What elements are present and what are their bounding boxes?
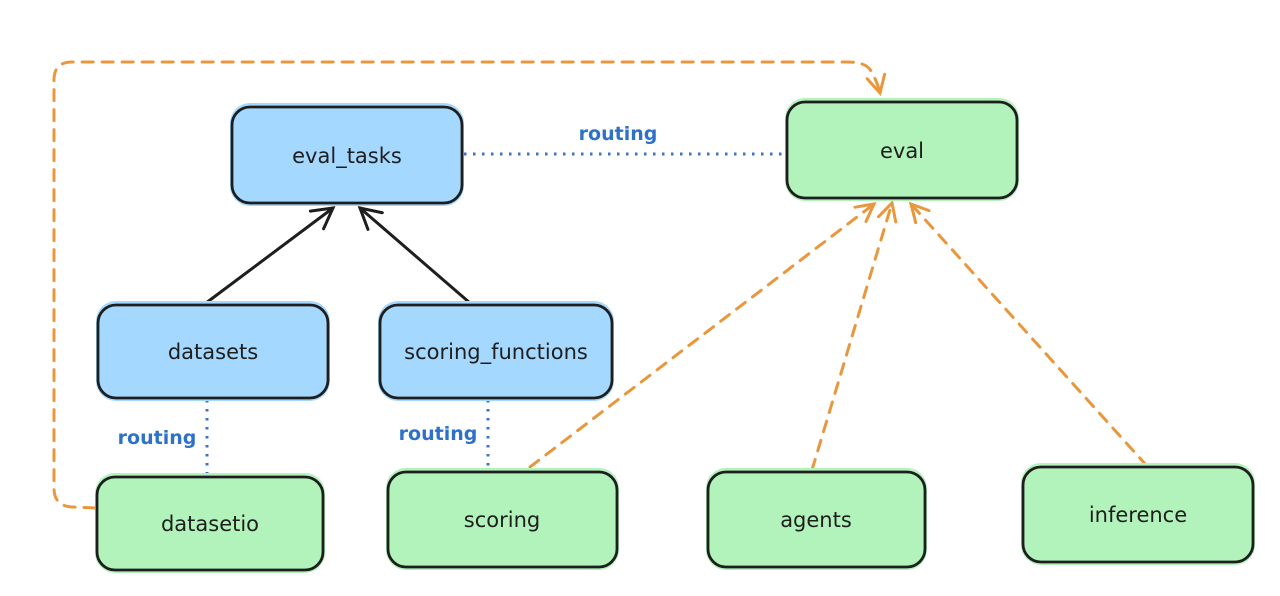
node-scoring_functions: scoring_functions <box>378 301 614 401</box>
node-eval: eval <box>785 98 1019 201</box>
node-datasetio: datasetio <box>95 473 325 573</box>
node-datasetio-box <box>95 475 325 572</box>
edge-agents-to-eval-arrow <box>810 199 898 472</box>
routing-label-scoring_functions-scoring: routing <box>399 423 478 445</box>
edge-datasets-to-eval_tasks-arrow <box>204 206 336 305</box>
edge-layer <box>52 60 1149 510</box>
node-eval-label: eval <box>880 139 924 163</box>
node-datasets-label: datasets <box>168 340 258 364</box>
node-eval_tasks-box <box>230 105 464 205</box>
node-eval-box <box>785 100 1019 200</box>
routing-label-datasets-datasetio: routing <box>118 427 197 449</box>
node-datasetio-label: datasetio <box>161 512 259 536</box>
node-agents-box <box>706 470 927 569</box>
edge-inference-to-eval-arrow <box>908 201 1149 468</box>
node-inference-label: inference <box>1089 503 1187 527</box>
edge-scoring-to-eval-arrow <box>528 202 877 469</box>
node-scoring_functions-box <box>378 303 614 400</box>
node-scoring-box <box>386 470 619 569</box>
node-datasets: datasets <box>96 301 330 401</box>
node-datasets-box <box>96 303 330 400</box>
node-inference-box <box>1021 465 1255 564</box>
node-inference: inference <box>1021 463 1255 565</box>
node-agents-label: agents <box>780 508 852 532</box>
edge-datasetio-to-eval-arrow <box>52 60 887 510</box>
node-eval_tasks: eval_tasks <box>230 103 464 206</box>
node-scoring: scoring <box>386 468 619 570</box>
node-eval_tasks-label: eval_tasks <box>292 144 402 169</box>
node-scoring_functions-label: scoring_functions <box>404 340 588 365</box>
edge-scoring_functions-to-eval_tasks-arrow <box>357 205 472 305</box>
node-scoring-label: scoring <box>464 508 540 532</box>
node-agents: agents <box>706 468 927 570</box>
routing-label-eval_tasks-eval: routing <box>579 123 658 145</box>
